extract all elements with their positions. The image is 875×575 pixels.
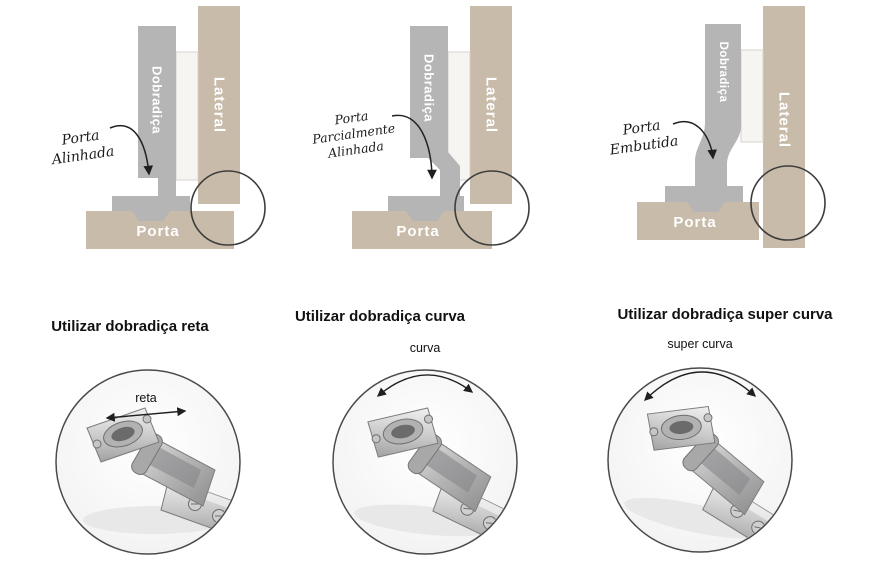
- curve-dimension-arrow: [376, 374, 474, 397]
- annotation-line: Porta: [621, 118, 662, 139]
- hinge-label: Dobradiça: [422, 54, 437, 122]
- annotation-porta-embutida: Porta Embutida: [608, 118, 679, 159]
- photo-hinge-super-curva: super curva: [607, 337, 793, 553]
- schematic-porta-embutida: Lateral Dobradiça Porta Porta Embutida: [608, 6, 826, 248]
- hinge-cup: [687, 202, 725, 212]
- hinge-foot: [388, 196, 464, 211]
- hinge-cup: [406, 211, 444, 221]
- lateral-label: Lateral: [483, 77, 500, 133]
- photo-hinge-reta: reta: [55, 369, 241, 555]
- photo-circle-frame: [332, 369, 518, 555]
- hinge-elbow: [410, 146, 460, 198]
- straight-dimension-arrow: [105, 407, 187, 422]
- hinge-foot: [112, 196, 190, 211]
- annotation-arrow: [391, 114, 437, 180]
- hinge-photo: [609, 369, 791, 551]
- annotation-line: Porta: [60, 128, 101, 149]
- annotation-line: Porta: [333, 108, 370, 128]
- hinge-arm: [410, 26, 448, 146]
- annotation-porta-alinhada: Porta Alinhada: [49, 128, 115, 169]
- junction-detail-circle: [190, 170, 266, 246]
- door-label: Porta: [673, 214, 716, 231]
- junction-detail-circle: [750, 165, 826, 241]
- caption-dobradica-curva: Utilizar dobradiça curva: [294, 308, 466, 325]
- super-curve-dimension-arrow: [644, 371, 757, 401]
- annotation-line: Alinhada: [49, 144, 115, 169]
- hinge-arm: [705, 24, 741, 122]
- door-label: Porta: [136, 223, 179, 240]
- annotation-arrow: [672, 121, 718, 160]
- schematic-porta-alinhada: Lateral Dobradiça Porta Porta Alinhada: [49, 6, 266, 249]
- mounting-plate: [740, 49, 764, 143]
- photo-label-super-curva: super curva: [667, 337, 732, 351]
- photo-label-curva: curva: [410, 341, 441, 355]
- mounting-plate: [175, 51, 199, 181]
- hinge-foot: [665, 186, 743, 202]
- door-label: Porta: [396, 223, 439, 240]
- hinge-photo-rotation: [609, 369, 791, 551]
- lateral-label: Lateral: [211, 77, 228, 133]
- hinge-photo-clip: [334, 371, 516, 553]
- caption-dobradica-reta: Utilizar dobradiça reta: [51, 318, 209, 335]
- hinge-photo-clip: [609, 369, 791, 551]
- hinge-super-curve: [695, 122, 742, 188]
- hinge-label: Dobradiça: [150, 66, 165, 134]
- junction-detail-circle: [454, 170, 530, 246]
- hinge-link: [158, 176, 176, 198]
- photo-circle-frame: [55, 369, 241, 555]
- lateral-label: Lateral: [776, 92, 793, 148]
- schematic-porta-parcialmente-alinhada: Lateral Dobradiça Porta Porta Parcialmen…: [310, 6, 530, 249]
- hinge-photo-rotation: [334, 371, 516, 553]
- annotation-line: Embutida: [608, 133, 679, 159]
- hinge-cup: [132, 211, 170, 221]
- hinge-label: Dobradiça: [717, 42, 729, 103]
- photo-circle-frame: [607, 367, 793, 553]
- hinge-photo: [334, 371, 516, 553]
- photo-hinge-curva: curva: [332, 341, 518, 555]
- caption-dobradica-super-curva: Utilizar dobradiça super curva: [617, 306, 833, 323]
- annotation-porta-parcialmente-alinhada: Porta Parcialmente Alinhada: [310, 108, 396, 161]
- lateral-panel: [763, 6, 805, 248]
- hinge-arm: [138, 26, 176, 178]
- photo-label-reta: reta: [135, 391, 157, 405]
- annotation-arrow: [109, 125, 154, 176]
